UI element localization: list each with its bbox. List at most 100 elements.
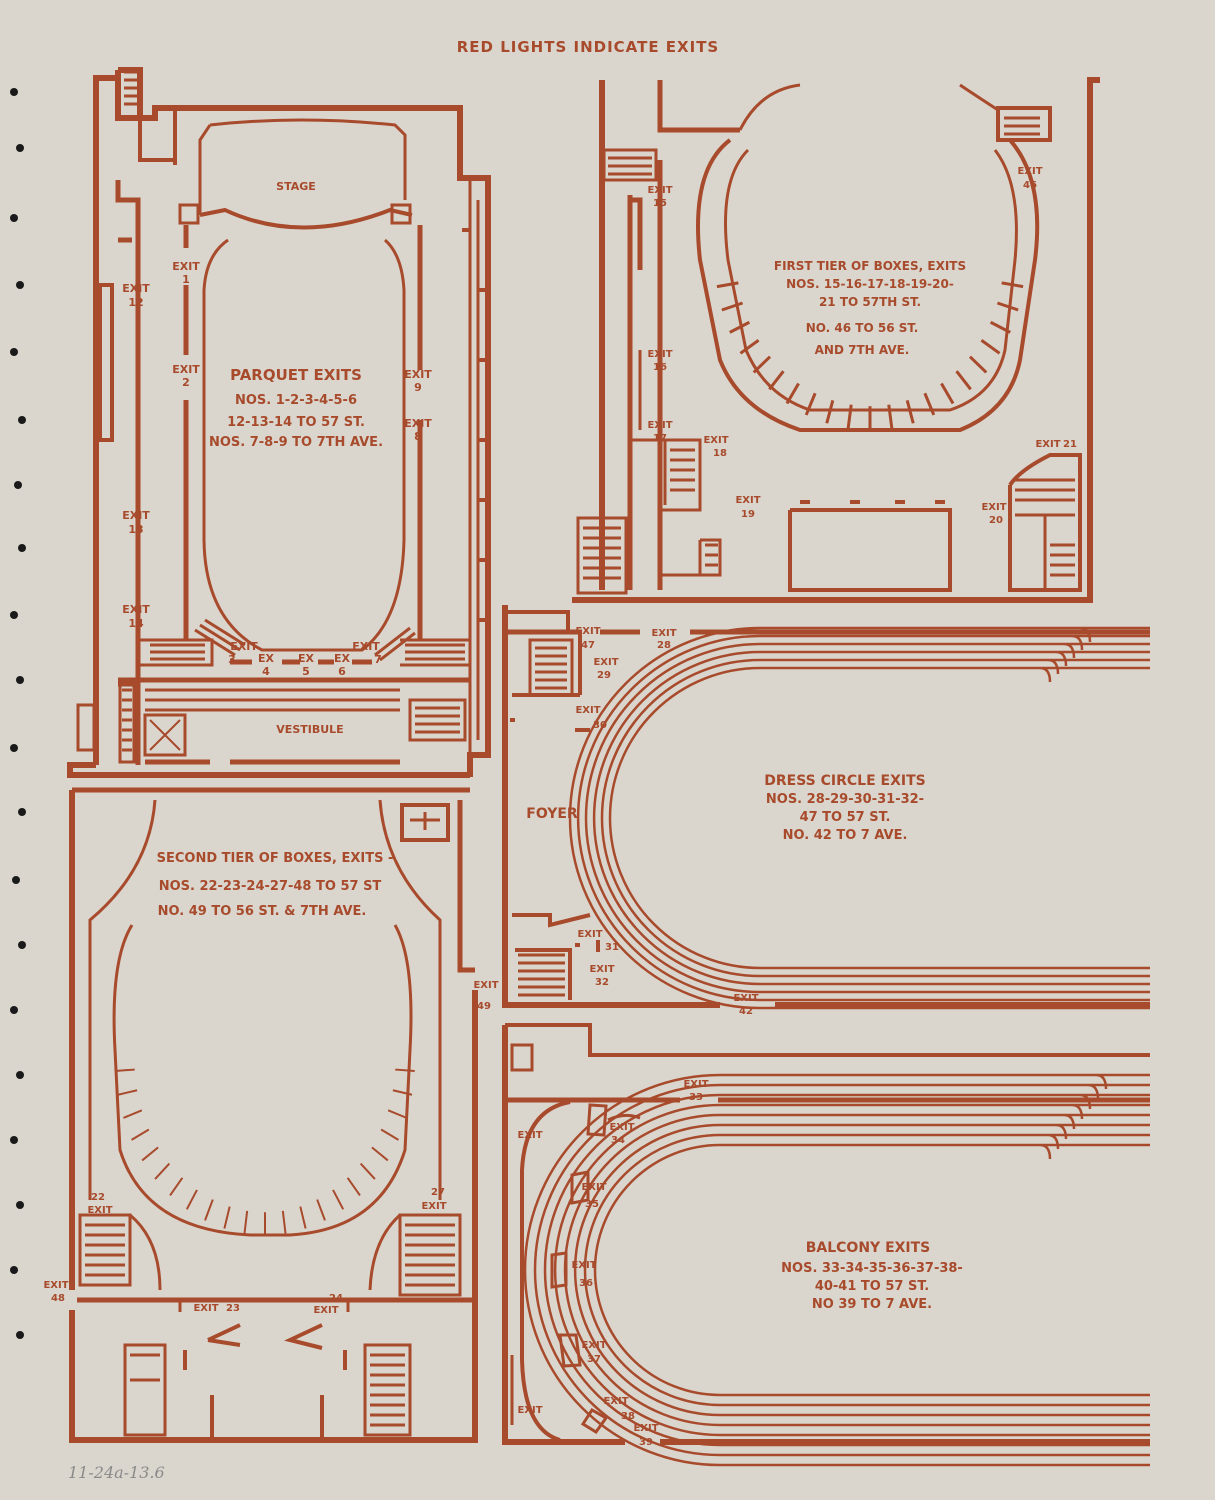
exit-word: EXIT	[683, 1079, 708, 1090]
exit-number: 31	[605, 942, 619, 953]
box-partition	[785, 382, 800, 405]
exit-number: 22	[91, 1192, 105, 1203]
box-partition	[905, 400, 915, 424]
exit-word: EXIT	[193, 1303, 218, 1314]
box-partition	[117, 1089, 138, 1096]
box-partition	[204, 1199, 214, 1221]
box-partition	[940, 382, 955, 405]
caption-line: 40-41 TO 57 ST.	[815, 1279, 929, 1294]
foyer-label: FOYER	[526, 806, 578, 822]
parquet-plan: STAGE VESTIBULE	[67, 67, 491, 778]
balcony-tier	[553, 1103, 1150, 1437]
box-partition	[141, 1146, 159, 1162]
caption-line: AND 7TH AVE.	[815, 343, 910, 357]
box-partition	[392, 1089, 413, 1096]
dress-circle-plan: FOYER	[502, 605, 1150, 1008]
box-partition	[739, 339, 760, 355]
exit-word: EXIT	[421, 1201, 446, 1212]
box-partition	[729, 320, 751, 334]
balcony-tier	[523, 1073, 1150, 1467]
exit-number: 42	[739, 1006, 753, 1017]
exit-word: EXIT	[313, 1305, 338, 1316]
exit-number: 32	[595, 977, 609, 988]
exit-word: EXIT	[122, 509, 150, 522]
caption-title: PARQUET EXITS	[230, 366, 362, 384]
box-partition	[768, 370, 785, 391]
caption-line: NOS. 1-2-3-4-5-6	[235, 393, 357, 408]
box-partition	[923, 392, 936, 416]
exit-word: EXIT	[581, 1182, 606, 1193]
box-partition	[299, 1206, 307, 1229]
stage-label: STAGE	[276, 180, 316, 193]
exit-number: 5	[302, 665, 310, 678]
exit-word: EXIT	[404, 368, 432, 381]
exit-word: EXIT	[593, 657, 618, 668]
exit-word: EXIT	[352, 640, 380, 653]
balcony-tier	[583, 1133, 1150, 1407]
box-partition	[243, 1210, 249, 1234]
exit-number: 8	[414, 430, 422, 443]
exit-number: 47	[581, 640, 595, 651]
caption-line: NOS. 7-8-9 TO 7TH AVE.	[209, 435, 383, 450]
box-partition	[115, 1068, 135, 1072]
second-tier-plan	[69, 787, 478, 1443]
caption-line: NOS. 28-29-30-31-32-	[766, 792, 924, 807]
exit-number: 20	[989, 515, 1003, 526]
first-tier-plan	[572, 77, 1100, 603]
binder-holes	[10, 88, 26, 1339]
exit-word: EXIT	[647, 185, 672, 196]
exit-word: EXIT	[172, 260, 200, 273]
exit-number: 29	[597, 670, 611, 681]
box-partition	[721, 301, 744, 312]
box-partition	[825, 400, 835, 424]
box-partition	[346, 1177, 361, 1197]
box-partition	[223, 1206, 231, 1229]
exit-number: 19	[741, 509, 755, 520]
exit-word: EXIT	[122, 603, 150, 616]
exit-number: 17	[653, 433, 667, 444]
balcony-caption: BALCONY EXITS NOS. 33-34-35-36-37-38- 40…	[781, 1240, 963, 1312]
balcony-plan	[502, 1023, 1150, 1445]
exit-word: EXIT	[1017, 166, 1042, 177]
exit-word: EXIT	[575, 705, 600, 716]
exit-word: EXIT	[735, 495, 760, 506]
box-partition	[846, 404, 853, 429]
exit-word: EXIT	[87, 1205, 112, 1216]
exit-number: 9	[414, 381, 422, 394]
exit-number: 3	[228, 653, 236, 666]
first-tier-caption: FIRST TIER OF BOXES, EXITS NOS. 15-16-17…	[774, 259, 966, 357]
box-partition	[955, 370, 972, 391]
exit-number: 27	[431, 1187, 445, 1198]
balcony-tier	[563, 1113, 1150, 1427]
dress-circle-tier	[608, 666, 1150, 970]
exit-word: EXIT	[577, 929, 602, 940]
dress-circle-tier	[584, 642, 1150, 994]
box-partition	[716, 281, 739, 289]
exit-number: 24	[329, 1293, 343, 1304]
caption-title: SECOND TIER OF BOXES, EXITS -	[157, 851, 394, 866]
exit-number: 14	[128, 617, 144, 630]
caption-line: 21 TO 57TH ST.	[819, 295, 921, 309]
dress-circle-tier	[592, 650, 1150, 986]
box-partition	[804, 392, 817, 416]
caption-title: BALCONY EXITS	[806, 1240, 931, 1256]
exit-number: 6	[338, 665, 346, 678]
balcony-tier	[593, 1143, 1150, 1397]
caption-line: NO 39 TO 7 AVE.	[812, 1297, 932, 1312]
box-partition	[989, 320, 1011, 334]
caption-title: DRESS CIRCLE EXITS	[764, 773, 925, 789]
exit-word: EXIT	[575, 626, 600, 637]
first-tier-exit-labels: EXIT 15 EXIT 16 EXIT 17 EXIT 18 EXIT 19 …	[647, 166, 1077, 526]
caption-title: FIRST TIER OF BOXES, EXITS	[774, 259, 966, 273]
caption-line: NO. 46 TO 56 ST.	[806, 321, 919, 335]
exit-number: 46	[1023, 180, 1037, 191]
exit-word: EXIT	[172, 363, 200, 376]
box-partition	[752, 355, 772, 374]
exit-number: 49	[477, 1001, 491, 1012]
box-partition	[887, 404, 894, 429]
exit-word: EXIT	[647, 349, 672, 360]
exit-number: 18	[713, 448, 727, 459]
balcony-tier	[543, 1093, 1150, 1447]
box-partition	[371, 1146, 389, 1162]
exit-word: EXIT	[589, 964, 614, 975]
